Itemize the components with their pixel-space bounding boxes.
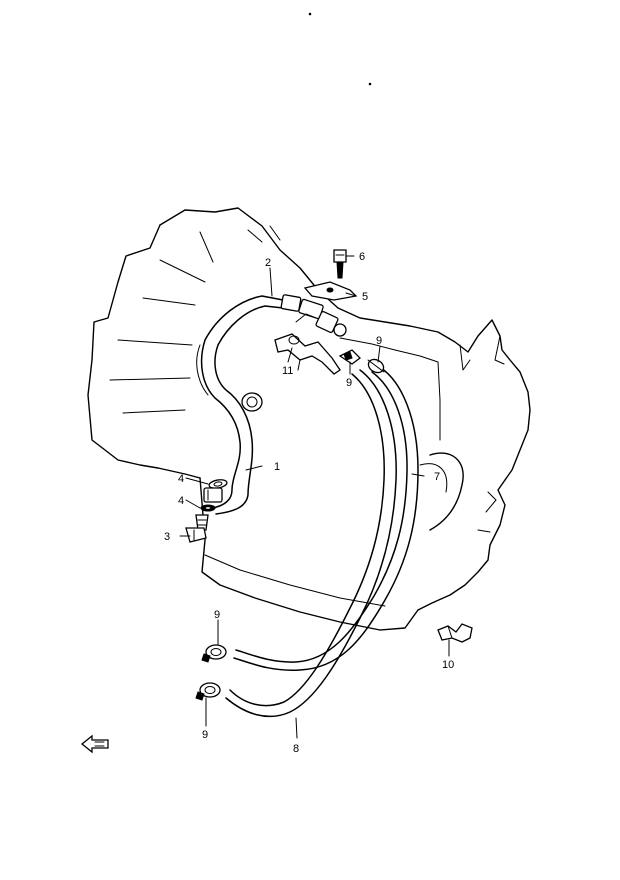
callout-4-upper: 4 — [178, 473, 184, 485]
transmission-housing — [87, 207, 531, 631]
stray-marks — [308, 12, 372, 86]
hose-clip-10 — [437, 623, 473, 643]
callout-1: 1 — [274, 461, 280, 473]
union-bolt-3 — [185, 514, 209, 543]
union-bolt — [203, 487, 223, 503]
callout-labels: 1 2 3 4 4 5 6 7 8 9 9 9 9 10 11 — [164, 251, 454, 755]
callout-2: 2 — [265, 257, 271, 269]
pipe-clamp-11 — [274, 333, 341, 375]
callout-9-lower-a: 9 — [214, 609, 220, 621]
callout-11: 11 — [282, 365, 293, 377]
callout-6: 6 — [359, 251, 365, 263]
pipe-end-fitting — [241, 392, 263, 412]
cooler-pipe-8 — [225, 369, 397, 718]
washer-4-upper — [208, 479, 228, 489]
callout-9-upper-right: 9 — [376, 335, 382, 347]
callout-9-lower-b: 9 — [202, 729, 208, 741]
washer-4-lower — [200, 504, 216, 512]
front-arrow-icon — [80, 734, 109, 754]
callout-7: 7 — [434, 471, 440, 483]
hose-clamp-9-lower-b — [195, 682, 221, 701]
callout-9-middle: 9 — [346, 377, 352, 389]
callout-4-lower: 4 — [178, 495, 184, 507]
callout-5: 5 — [362, 291, 368, 303]
bolt-6 — [333, 249, 347, 279]
bracket-5 — [303, 281, 358, 301]
leader-lines — [179, 255, 450, 739]
callout-3: 3 — [164, 531, 170, 543]
callout-10: 10 — [442, 659, 454, 671]
callout-8: 8 — [293, 743, 299, 755]
union-fitting — [280, 294, 347, 337]
hose-clamp-upper — [367, 358, 385, 374]
cooler-pipe-1 — [196, 295, 284, 515]
cooler-hose-7 — [233, 365, 419, 671]
fitting-9-middle — [338, 349, 361, 365]
hose-clamp-9-lower-a — [201, 644, 227, 663]
